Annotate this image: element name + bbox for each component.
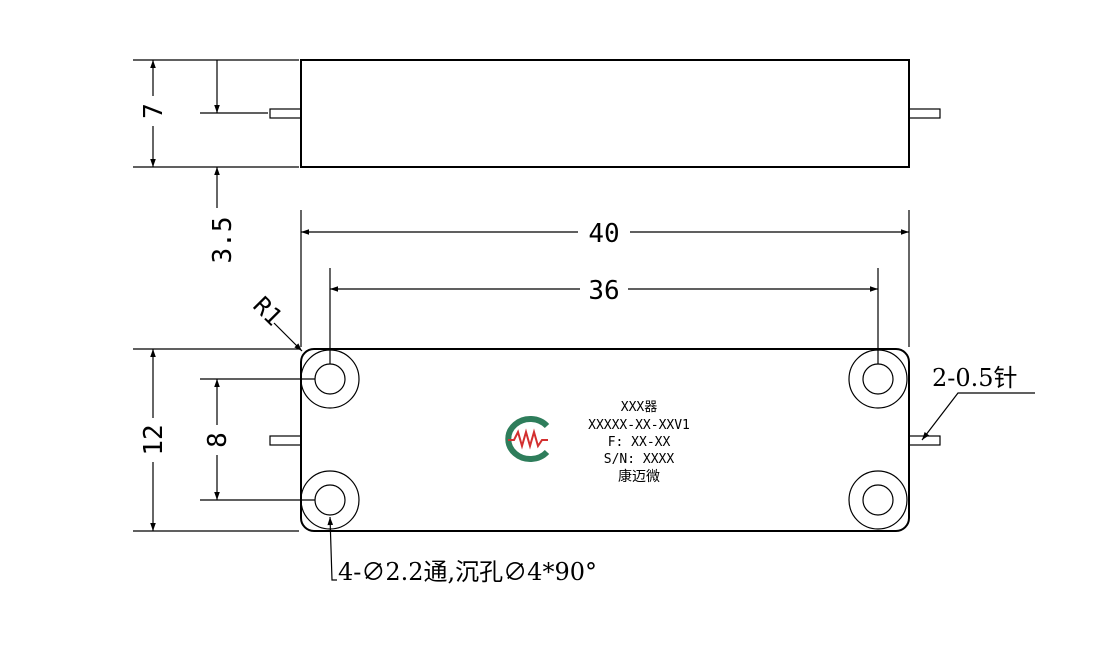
dim-text-corner-radius: R1 [248,291,288,331]
leader-holes [327,516,337,581]
dim-text-side-height: 7 [139,103,169,119]
dim-text-pin-offset: 3.5 [208,217,238,264]
dim-text-overall-length: 40 [588,219,619,249]
top-view-body [300,348,910,532]
label-serial: S/N: XXXX [604,452,675,467]
side-view-right-pin [908,108,941,119]
dim-hole-spacing-width [200,378,315,501]
callout-pins: 2-0.5针 [932,364,1018,392]
mount-hole-bottom-right-outer [848,470,908,530]
dim-hole-spacing-length [329,268,879,364]
top-view-left-pin [269,435,302,446]
dim-overall-width [133,348,299,532]
mount-hole-top-right-inner [862,363,894,395]
mount-hole-top-left-inner [314,363,346,395]
top-view [269,348,941,532]
leader-corner-radius [273,322,303,352]
leader-pins [921,392,1035,441]
dim-text-hole-spacing-length: 36 [588,276,619,306]
product-label: XXX器 XXXXX-XX-XXV1 F: XX-XX S/N: XXXX 康迈… [588,400,690,485]
label-name: XXX器 [621,400,657,415]
side-view-left-pin [269,108,302,119]
label-maker: 康迈微 [618,468,660,485]
side-view [269,59,941,168]
dim-text-hole-spacing-width: 8 [203,432,233,448]
side-view-body [300,59,910,168]
dim-text-overall-width: 12 [139,424,169,455]
label-model: XXXXX-XX-XXV1 [588,418,690,433]
mount-hole-bottom-right-inner [862,484,894,516]
dim-overall-length [300,210,910,347]
callout-holes: 4-∅2.2通,沉孔∅4*90° [338,558,597,586]
label-frequency: F: XX-XX [608,435,671,450]
kmw-logo-icon [505,416,550,462]
mount-hole-bottom-left-inner [314,484,346,516]
dim-pin-offset [200,60,268,208]
